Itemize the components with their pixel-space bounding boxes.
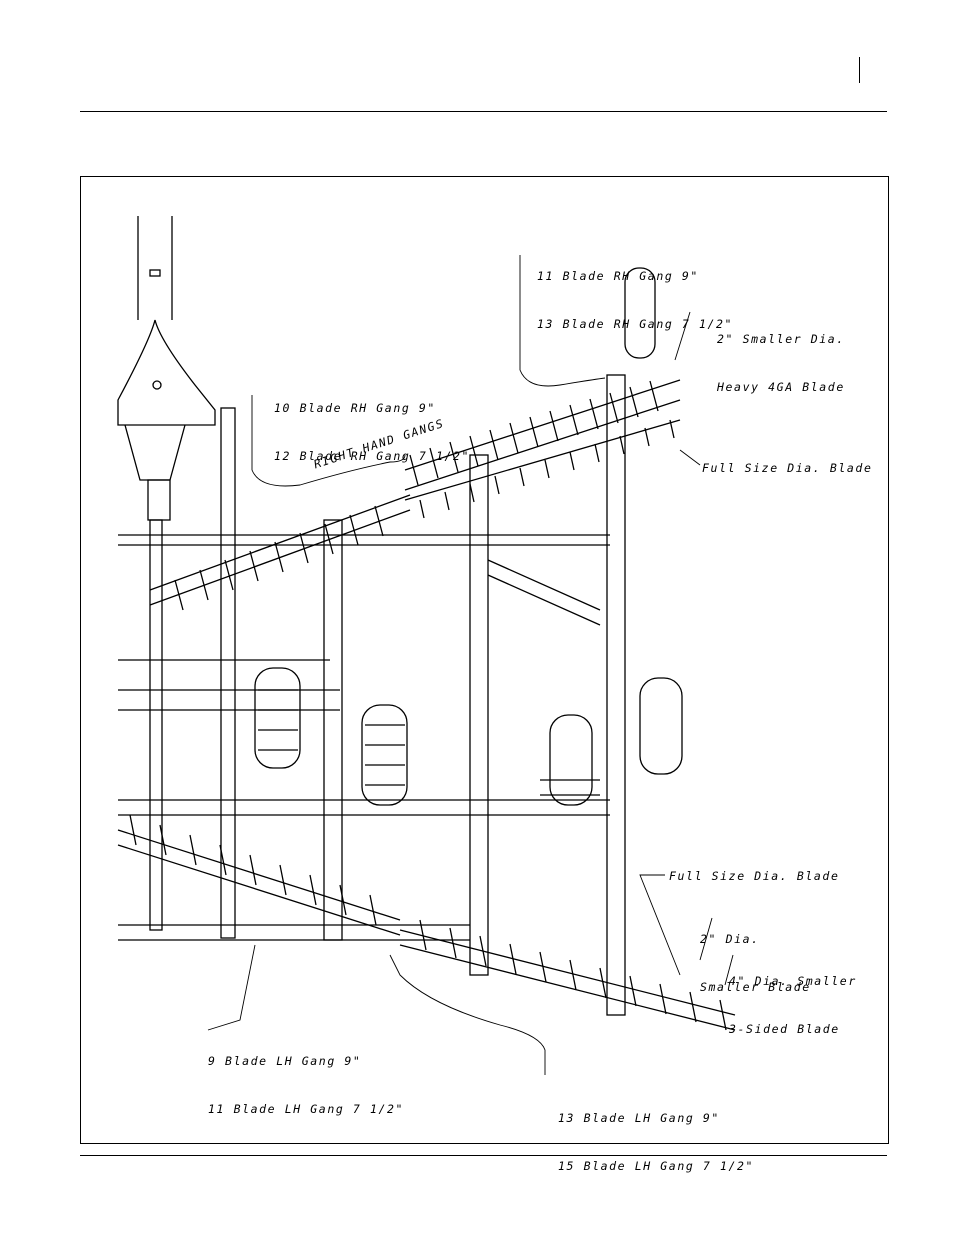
figure-frame xyxy=(80,176,889,1144)
callout-three-sided-blade: 4" Dia. Smaller 3-Sided Blade xyxy=(729,941,857,1053)
callout-line: 13 Blade RH Gang 7 1/2" xyxy=(537,317,734,331)
callout-line: 15 Blade LH Gang 7 1/2" xyxy=(558,1159,755,1173)
callout-lh-gang-13-15: 13 Blade LH Gang 9" 15 Blade LH Gang 7 1… xyxy=(558,1078,754,1190)
callout-line: 11 Blade RH Gang 9" xyxy=(537,269,699,283)
callout-line: 4" Dia. Smaller xyxy=(729,974,857,988)
callout-smaller-heavy-blade: 2" Smaller Dia. Heavy 4GA Blade xyxy=(717,299,845,411)
left-hand-gang-left xyxy=(117,814,401,936)
callout-line: 13 Blade LH Gang 9" xyxy=(558,1111,720,1125)
callout-full-size-bottom: Full Size Dia. Blade xyxy=(669,869,840,883)
callout-rh-gang-11-13: 11 Blade RH Gang 9" 13 Blade RH Gang 7 1… xyxy=(537,236,733,348)
callout-rh-gang-10-12: 10 Blade RH Gang 9" 12 Blade RH Gang 7 1… xyxy=(274,368,470,480)
callout-line: 10 Blade RH Gang 9" xyxy=(274,401,436,415)
callout-full-size-top: Full Size Dia. Blade xyxy=(702,461,873,475)
callout-smaller-blade: 2" Dia. Smaller Blade xyxy=(700,899,811,1011)
callout-line: 9 Blade LH Gang 9" xyxy=(208,1054,362,1068)
right-hand-gang-lower xyxy=(149,494,411,611)
callout-line: 11 Blade LH Gang 7 1/2" xyxy=(208,1102,405,1116)
right-hand-gang-upper xyxy=(404,379,681,519)
left-hand-gang-right xyxy=(399,919,736,1031)
callout-lh-gang-9-11: 9 Blade LH Gang 9" 11 Blade LH Gang 7 1/… xyxy=(208,1021,404,1133)
footer-rule xyxy=(80,1155,887,1156)
callout-line: 3-Sided Blade xyxy=(729,1022,840,1036)
gauge-wheels xyxy=(254,267,683,806)
callout-line: Heavy 4GA Blade xyxy=(717,380,845,394)
page-tab-mark xyxy=(859,57,860,83)
hitch-tongue xyxy=(117,216,216,521)
callout-line: 12 Blade RH Gang 7 1/2" xyxy=(274,449,471,463)
callout-line: 2" Dia. xyxy=(700,932,760,946)
callout-line: Smaller Blade xyxy=(700,980,811,994)
callout-line: 2" Smaller Dia. xyxy=(717,332,845,346)
header-rule xyxy=(80,111,887,112)
leader-lines xyxy=(207,255,734,1075)
frame-tubes xyxy=(118,374,626,1016)
